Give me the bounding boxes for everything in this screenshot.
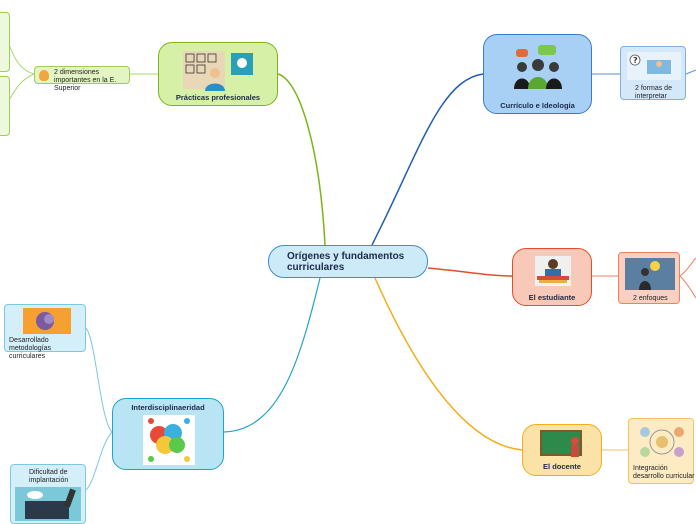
student-books-icon [535,256,571,286]
puzzle-people-icon [143,415,195,465]
estudiante-sub-node[interactable]: 2 enfoques [618,252,680,304]
question-screen-icon: ? [627,52,681,80]
docente-sub-label: Integración desarrollo curricular [633,465,695,480]
inter-sub-node-2[interactable]: Dificultad de implantación [10,464,86,524]
practicas-sub-node[interactable]: 2 dimensiones importantes en la E. Super… [34,66,130,92]
docente-sub-node[interactable]: Integración desarrollo curricular [628,418,694,484]
inter-title: Interdisciplinaeridad [131,403,205,412]
svg-text:?: ? [633,56,638,65]
practicas-node[interactable]: Prácticas profesionales [158,42,278,106]
curriculo-sub-node[interactable]: ? 2 formas de interpretar [620,46,686,100]
cloud-laptop-icon [15,487,81,521]
docente-title: El docente [543,462,581,471]
curriculo-title: Currículo e Ideología [500,101,575,110]
flame-icon [39,70,49,81]
practicas-sub-label: 2 dimensiones importantes en la E. Super… [54,69,117,92]
inter-sub-node-1[interactable]: Desarrollado metodologías curriculares [4,304,86,360]
practicas-title: Prácticas profesionales [175,93,261,102]
inter-node[interactable]: Interdisciplinaeridad [112,398,224,470]
curriculo-node[interactable]: Currículo e Ideología [483,34,592,114]
meeting-people-icon [514,45,562,89]
idea-person-icon [625,258,675,290]
estudiante-sub-label: 2 enfoques [633,295,668,302]
integration-network-icon [640,427,684,457]
estudiante-title: El estudiante [528,293,576,302]
inter-sub-label-2: Dificultad de implantación [29,469,69,484]
practicas-leaf-2[interactable] [0,76,10,136]
docente-node[interactable]: El docente [522,424,602,476]
brain-icon [23,308,71,334]
curriculo-sub-label: 2 formas de interpretar [635,85,672,100]
teacher-board-icon [540,430,582,457]
inter-sub-label-1: Desarrollado metodologías curriculares [9,337,52,360]
central-topic[interactable]: Orígenes y fundamentos curriculares [268,245,428,278]
practicas-leaf-1[interactable] [0,12,10,72]
practicas-illustration-icon [183,51,253,91]
central-topic-title: Orígenes y fundamentos curriculares [287,251,405,273]
estudiante-node[interactable]: El estudiante [512,248,592,306]
